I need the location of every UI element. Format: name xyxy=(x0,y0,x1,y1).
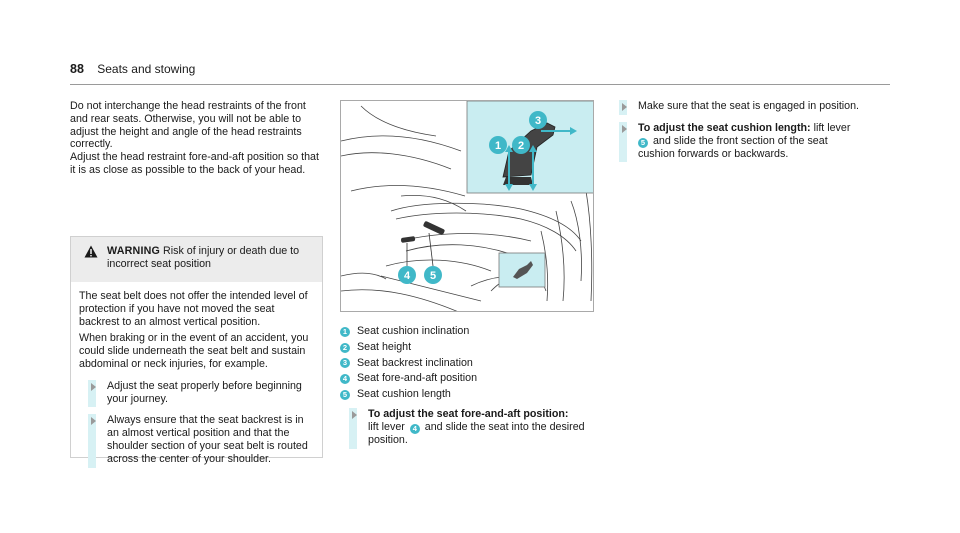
warning-step: Always ensure that the seat backrest is … xyxy=(79,414,314,468)
callout-badge: 3 xyxy=(340,358,350,369)
arrow-right-icon xyxy=(622,103,627,111)
callout-badge: 2 xyxy=(340,342,350,353)
callout-3: 3 xyxy=(535,115,541,127)
figure-legend: 1 Seat cushion inclination 2 Seat height… xyxy=(340,324,594,403)
callout-5: 5 xyxy=(430,270,436,282)
arrow-right-icon xyxy=(622,124,627,133)
legend-item: 1 Seat cushion inclination xyxy=(340,324,594,340)
legend-item: 3 Seat backrest inclination xyxy=(340,356,594,372)
intro-text: Do not interchange the head restraints o… xyxy=(70,100,323,177)
legend-label: Seat height xyxy=(357,340,412,353)
callout-badge: 4 xyxy=(340,374,350,385)
instruction-text: and slide the seat into the desired posi… xyxy=(368,420,585,446)
seat-controls-illustration: 4 5 1 2 3 xyxy=(340,100,594,312)
legend-item: 2 Seat height xyxy=(340,340,594,356)
warning-header: WARNING Risk of injury or death due to i… xyxy=(71,237,322,282)
instruction-step: To adjust the seat cushion length: lift … xyxy=(610,121,860,162)
warning-label: WARNING xyxy=(107,245,161,257)
warning-body: The seat belt does not offer the intende… xyxy=(71,282,322,468)
legend-item: 5 Seat cushion length xyxy=(340,387,594,403)
callout-2: 2 xyxy=(518,140,524,152)
callout-badge: 4 xyxy=(409,423,420,434)
seat-illustration-svg: 4 5 1 2 3 xyxy=(341,101,593,311)
instruction-text: lift lever xyxy=(368,420,405,433)
instruction-text: lift lever xyxy=(813,121,851,134)
instruction-step: Make sure that the seat is engaged in po… xyxy=(610,100,860,115)
intro-paragraph-1: Do not interchange the head restraints o… xyxy=(70,100,306,151)
instruction-text: and slide the front section of the seat … xyxy=(638,134,828,160)
right-column: Make sure that the seat is engaged in po… xyxy=(610,100,860,162)
warning-triangle-icon xyxy=(84,245,98,258)
page-number: 88 xyxy=(70,62,84,76)
instruction-step: To adjust the seat fore-and-aft position… xyxy=(340,408,594,449)
warning-box: WARNING Risk of injury or death due to i… xyxy=(70,236,323,468)
callout-badge: 5 xyxy=(638,137,648,148)
warning-step: Adjust the seat properly before begin­ni… xyxy=(79,379,314,407)
legend-label: Seat backrest inclination xyxy=(357,356,473,369)
instruction-title: To adjust the seat fore-and-aft position… xyxy=(368,408,569,420)
callout-4: 4 xyxy=(404,270,411,282)
instruction-fore-aft: To adjust the seat fore-and-aft position… xyxy=(340,408,594,449)
callout-badge: 5 xyxy=(340,390,350,401)
callout-1: 1 xyxy=(495,140,501,152)
legend-label: Seat cushion inclination xyxy=(357,325,470,337)
arrow-right-icon xyxy=(91,382,96,391)
instruction-title: To adjust the seat cushion length: xyxy=(638,121,811,134)
intro-paragraph-2: Adjust the head restraint fore-and-aft p… xyxy=(70,151,319,176)
warning-paragraph: When braking or in the event of an accid… xyxy=(79,332,309,370)
callout-badge: 1 xyxy=(340,326,350,337)
warning-step-text: Adjust the seat properly before begin­ni… xyxy=(107,379,302,405)
warning-title: Risk of injury or death due to incorrect… xyxy=(107,245,300,270)
instruction-text: Make sure that the seat is engaged in po… xyxy=(638,100,860,112)
arrow-right-icon xyxy=(352,411,357,419)
section-title: Seats and stowing xyxy=(97,62,196,76)
arrow-right-icon xyxy=(91,417,96,426)
page-header: 88 Seats and stowing xyxy=(70,62,890,85)
legend-label: Seat fore-and-aft position xyxy=(357,372,478,385)
warning-paragraph: The seat belt does not offer the intende… xyxy=(79,290,308,328)
legend-label: Seat cushion length xyxy=(357,388,451,401)
warning-step-text: Always ensure that the seat backrest is … xyxy=(107,414,308,465)
legend-item: 4 Seat fore-and-aft position xyxy=(340,371,594,387)
